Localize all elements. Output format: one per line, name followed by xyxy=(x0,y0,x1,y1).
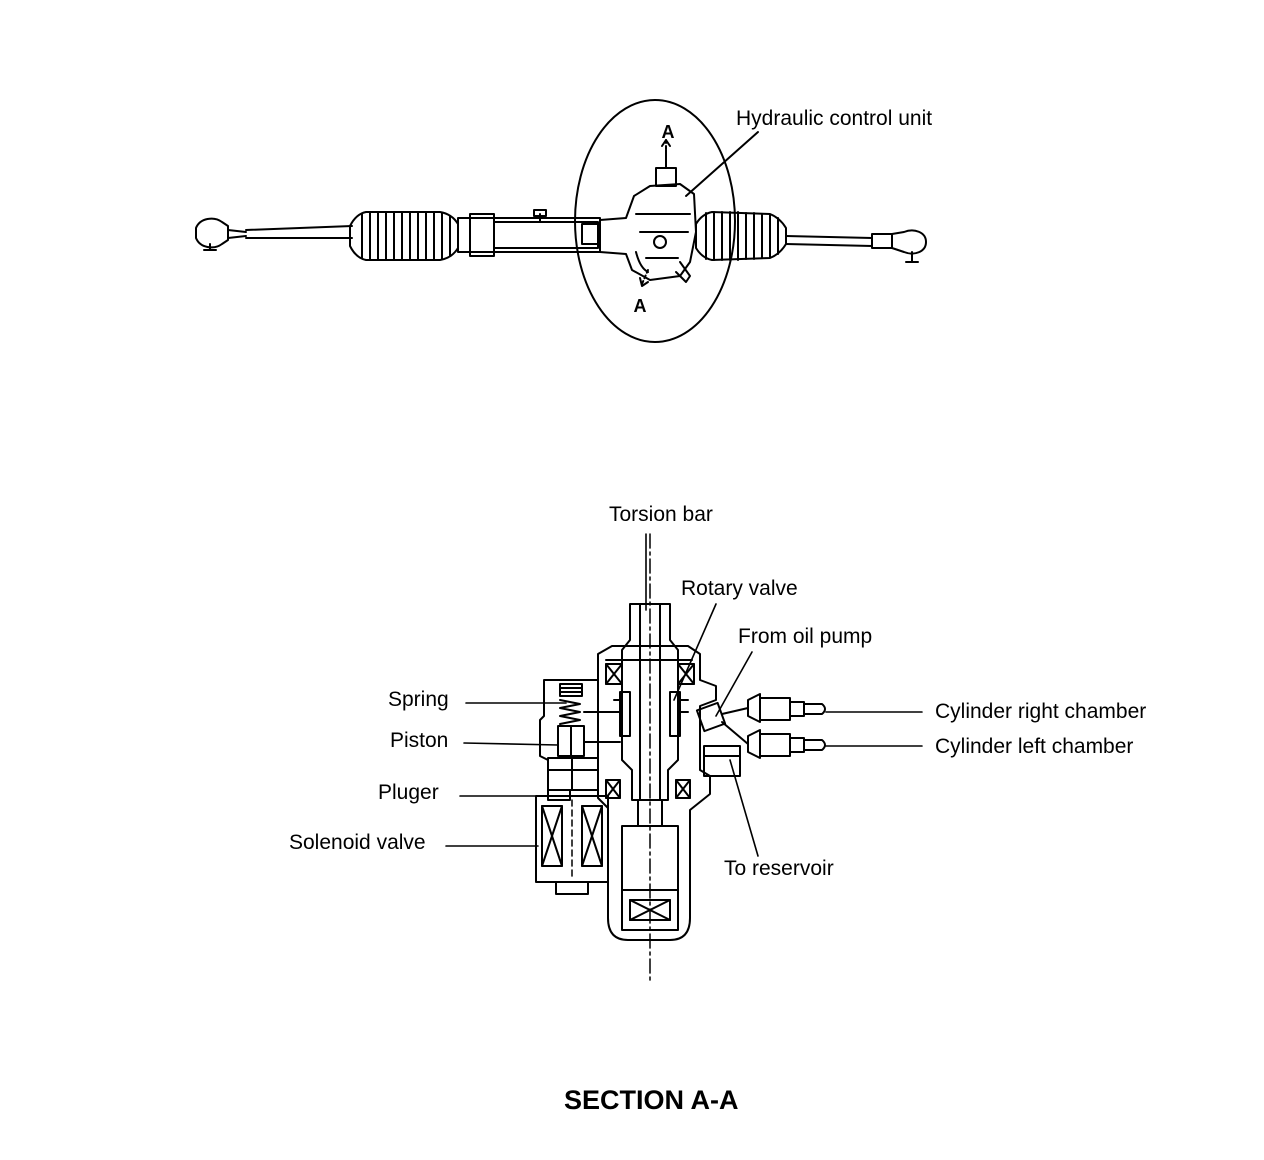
label-spring: Spring xyxy=(388,688,449,711)
label-cylinder-right-chamber: Cylinder right chamber xyxy=(935,700,1147,723)
label-rotary-valve: Rotary valve xyxy=(681,577,798,600)
detail-ellipse xyxy=(574,99,736,343)
caption-section-a-a: SECTION A-A xyxy=(564,1085,739,1115)
section-line-a-a xyxy=(639,139,671,287)
label-to-reservoir: To reservoir xyxy=(724,857,834,880)
label-torsion-bar: Torsion bar xyxy=(609,503,713,526)
from-oil-pump-leader xyxy=(715,651,753,717)
valve-housing xyxy=(597,645,717,941)
left-tie-rod-end xyxy=(195,217,247,251)
section-a-a-view xyxy=(535,533,826,981)
label-piston: Piston xyxy=(390,729,449,752)
rotary-valve-leader xyxy=(673,603,717,701)
solenoid-valve-part xyxy=(535,795,609,895)
left-tie-rod xyxy=(245,225,353,231)
label-cylinder-left-chamber: Cylinder left chamber xyxy=(935,735,1134,758)
right-tie-rod-end xyxy=(871,229,927,263)
label-pluger: Pluger xyxy=(378,781,439,804)
label-from-oil-pump: From oil pump xyxy=(738,625,873,648)
torsion-bar-shaft xyxy=(621,533,679,981)
label-solenoid-valve: Solenoid valve xyxy=(289,831,426,854)
left-body xyxy=(539,679,621,801)
rack-housing xyxy=(457,209,601,257)
hydraulic-fittings xyxy=(695,693,826,777)
left-boot xyxy=(349,211,459,261)
hydraulic-control-unit-leader xyxy=(685,131,759,197)
steering-rack-top-view xyxy=(195,99,927,343)
section-marker-a-top: A xyxy=(662,122,675,142)
right-tie-rod xyxy=(785,235,873,239)
leader-lines xyxy=(445,533,923,857)
control-unit-housing xyxy=(599,149,697,283)
lower-bore xyxy=(621,825,679,931)
to-reservoir-leader xyxy=(729,759,759,857)
section-marker-a-bottom: A xyxy=(634,296,647,316)
pluger-part xyxy=(547,757,599,791)
right-boot xyxy=(695,211,787,261)
label-hydraulic-control-unit: Hydraulic control unit xyxy=(736,107,933,130)
piston-leader xyxy=(463,742,559,746)
